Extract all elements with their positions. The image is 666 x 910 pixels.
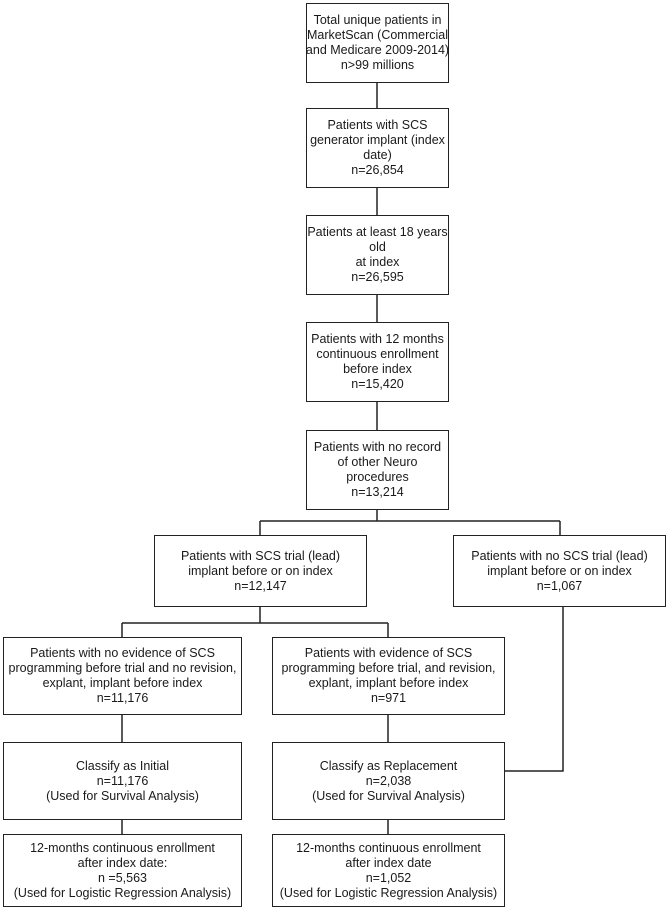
box-classify-initial: Classify as Initial n=11,176 (Used for S… <box>3 742 242 820</box>
box-total-patients-line-3: and Medicare 2009-2014) <box>305 43 450 57</box>
box-replacement-followup-line-2: after index date <box>345 855 432 870</box>
box-age-18-line-3: at index <box>355 255 400 269</box>
box-trial-yes: Patients with SCS trial (lead) implant b… <box>154 535 367 607</box>
box-enrollment-12-line-1: Patients with 12 months <box>311 332 444 346</box>
box-classify-initial-line-3: (Used for Survival Analysis) <box>46 788 199 803</box>
box-replacement-followup-line-1: 12-months continuous enrollment <box>296 840 481 855</box>
box-total-patients-line-4: n>99 millions <box>340 58 415 72</box>
box-classify-initial-line-1: Classify as Initial <box>75 758 170 773</box>
box-no-evidence-line-4: n=11,176 <box>96 691 149 705</box>
box-scs-generator-line-1: Patients with SCS <box>327 118 428 132</box>
box-age-18-line-2: old <box>369 240 386 254</box>
box-enrollment-12: Patients with 12 months continuous enrol… <box>306 322 449 402</box>
box-scs-generator-line-4: n=26,854 <box>351 163 404 177</box>
box-initial-followup: 12-months continuous enrollment after in… <box>3 834 242 907</box>
box-enrollment-12-line-2: continuous enrollment <box>316 347 439 361</box>
box-no-evidence-line-1: Patients with no evidence of SCS <box>30 646 215 660</box>
box-enrollment-12-line-3: before index <box>343 362 412 376</box>
box-total-patients-line-2: MarketScan (Commercial <box>307 28 449 42</box>
box-evidence-line-2: programming before trial, and revision, <box>281 661 496 675</box>
box-initial-followup-line-2: after index date: <box>77 855 168 870</box>
box-replacement-followup-line-3: n=1,052 <box>365 870 412 885</box>
box-no-neuro-line-4: n=13,214 <box>351 485 404 499</box>
box-classify-replacement: Classify as Replacement n=2,038 (Used fo… <box>272 742 505 820</box>
box-total-patients: Total unique patients in MarketScan (Com… <box>306 3 449 83</box>
box-trial-yes-line-1: Patients with SCS trial (lead) <box>180 548 341 563</box>
box-age-18-line-4: n=26,595 <box>351 270 404 284</box>
box-total-patients-line-1: Total unique patients in <box>313 13 442 27</box>
box-initial-followup-line-1: 12-months continuous enrollment <box>30 840 215 855</box>
box-replacement-followup-line-4: (Used for Logistic Regression Analysis) <box>279 885 498 900</box>
box-trial-no-line-1: Patients with no SCS trial (lead) <box>471 548 648 563</box>
box-evidence-line-3: explant, implant before index <box>308 676 469 690</box>
box-evidence: Patients with evidence of SCS programmin… <box>272 637 505 715</box>
box-no-evidence: Patients with no evidence of SCS program… <box>3 637 242 715</box>
box-scs-generator-line-3: date) <box>363 148 392 162</box>
box-enrollment-12-line-4: n=15,420 <box>351 377 404 391</box>
box-replacement-followup: 12-months continuous enrollment after in… <box>272 834 505 907</box>
box-evidence-line-1: Patients with evidence of SCS <box>304 646 473 660</box>
box-trial-no-line-2: implant before or on index <box>487 563 632 578</box>
box-initial-followup-line-3: n =5,563 <box>97 870 147 885</box>
box-trial-yes-line-3: n=12,147 <box>234 578 287 593</box>
box-trial-no: Patients with no SCS trial (lead) implan… <box>453 535 666 607</box>
box-no-evidence-line-3: explant, implant before index <box>42 676 203 690</box>
box-classify-replacement-line-3: (Used for Survival Analysis) <box>312 788 465 803</box>
connector-trialno-to-replacement <box>505 607 564 772</box>
box-no-neuro-line-3: procedures <box>346 470 409 484</box>
box-age-18: Patients at least 18 years old at index … <box>306 215 449 295</box>
box-classify-initial-line-2: n=11,176 <box>96 773 149 788</box>
box-no-neuro-line-2: of other Neuro <box>337 455 418 469</box>
box-scs-generator-line-2: generator implant (index <box>310 133 445 147</box>
box-evidence-line-4: n=971 <box>370 691 407 705</box>
box-age-18-line-1: Patients at least 18 years <box>307 225 448 239</box>
box-initial-followup-line-4: (Used for Logistic Regression Analysis) <box>13 885 232 900</box>
box-scs-generator: Patients with SCS generator implant (ind… <box>306 108 449 188</box>
box-trial-yes-line-2: implant before or on index <box>188 563 333 578</box>
box-no-evidence-line-2: programming before trial and no revision… <box>8 661 237 675</box>
box-trial-no-line-3: n=1,067 <box>536 578 583 593</box>
box-classify-replacement-line-2: n=2,038 <box>365 773 412 788</box>
box-no-neuro-line-1: Patients with no record <box>313 440 442 454</box>
box-no-neuro: Patients with no record of other Neuro p… <box>306 430 449 510</box>
box-classify-replacement-line-1: Classify as Replacement <box>319 758 458 773</box>
